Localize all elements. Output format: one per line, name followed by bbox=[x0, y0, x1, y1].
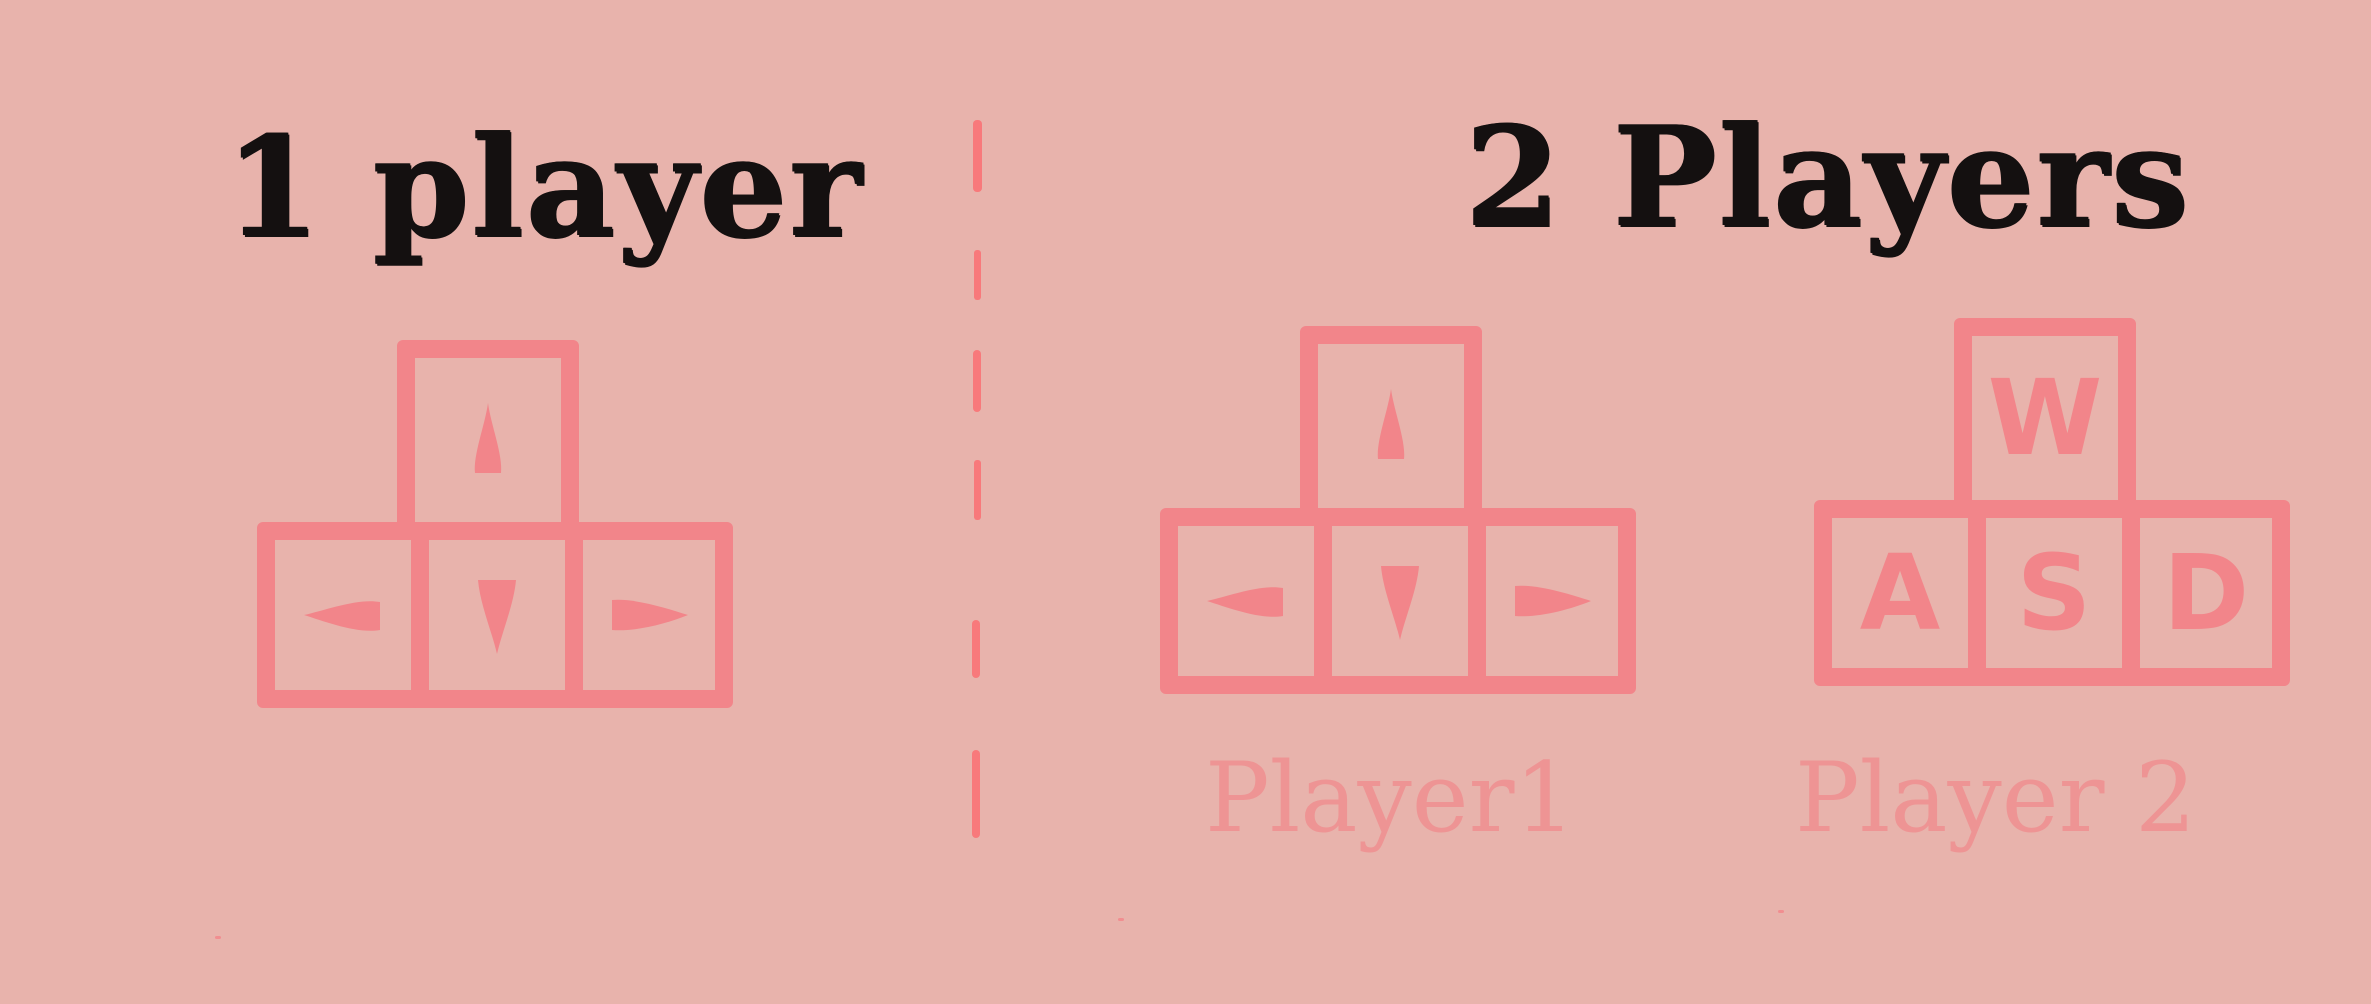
player1-arrow-keypad[interactable] bbox=[1160, 322, 1636, 722]
player2-d-key[interactable]: D bbox=[2122, 500, 2290, 686]
player2-s-key[interactable]: S bbox=[1968, 500, 2140, 686]
arrow-left-icon bbox=[1207, 587, 1283, 617]
one-player-mode-title[interactable]: 1 player bbox=[225, 105, 865, 268]
player1-label: Player1 bbox=[1205, 742, 1576, 854]
arrow-right-icon bbox=[1515, 585, 1591, 617]
brush-speck bbox=[1118, 918, 1124, 921]
w-key-label: W bbox=[1987, 357, 2103, 479]
arrow-right-icon bbox=[612, 599, 688, 631]
two-players-mode-title[interactable]: 2 Players bbox=[1465, 95, 2192, 258]
s-key-label: S bbox=[2016, 532, 2092, 654]
arrow-up-icon bbox=[474, 403, 502, 473]
arrow-down-icon bbox=[478, 580, 516, 654]
player2-a-key[interactable]: A bbox=[1814, 500, 1986, 686]
player2-wasd-keypad[interactable]: W A S D bbox=[1814, 314, 2290, 714]
mode-divider bbox=[972, 120, 982, 838]
brush-speck bbox=[1778, 910, 1784, 913]
player1-arrow-left-key[interactable] bbox=[1160, 508, 1332, 694]
player2-w-key[interactable]: W bbox=[1954, 318, 2136, 518]
arrow-up-key[interactable] bbox=[397, 340, 579, 540]
arrow-down-key[interactable] bbox=[411, 522, 583, 708]
one-player-arrow-keypad[interactable] bbox=[257, 336, 733, 736]
d-key-label: D bbox=[2162, 532, 2250, 654]
a-key-label: A bbox=[1859, 532, 1941, 654]
brush-speck bbox=[215, 936, 221, 939]
arrow-left-key[interactable] bbox=[257, 522, 429, 708]
player1-arrow-right-key[interactable] bbox=[1468, 508, 1636, 694]
arrow-down-icon bbox=[1381, 566, 1419, 640]
player1-arrow-up-key[interactable] bbox=[1300, 326, 1482, 526]
arrow-up-icon bbox=[1377, 389, 1405, 459]
arrow-right-key[interactable] bbox=[565, 522, 733, 708]
player2-label: Player 2 bbox=[1795, 742, 2197, 854]
arrow-left-icon bbox=[304, 601, 380, 631]
player1-arrow-down-key[interactable] bbox=[1314, 508, 1486, 694]
